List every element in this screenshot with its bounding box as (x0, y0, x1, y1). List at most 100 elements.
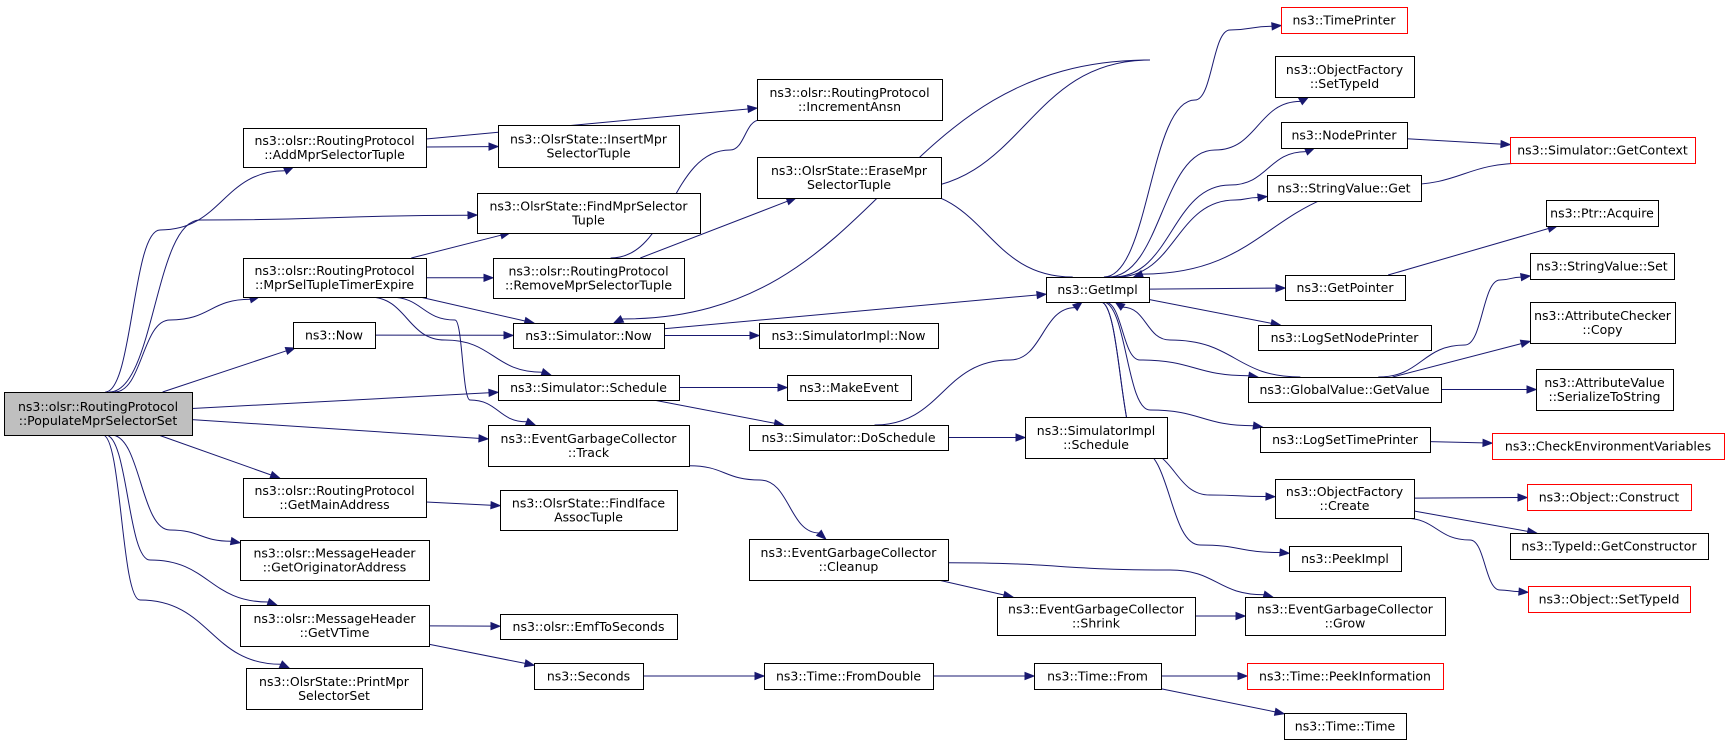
node-label: ns3::CheckEnvironmentVariables (1505, 439, 1711, 454)
node-dosched[interactable]: ns3::Simulator::DoSchedule (749, 425, 949, 451)
node-now[interactable]: ns3::Now (293, 322, 376, 349)
node-label: ::Shrink (1072, 616, 1121, 631)
node-removempr[interactable]: ns3::olsr::RoutingProtocol::RemoveMprSel… (493, 258, 685, 299)
node-nodeprinter[interactable]: ns3::NodePrinter (1281, 122, 1408, 149)
node-simimplsched[interactable]: ns3::SimulatorImpl::Schedule (1025, 417, 1168, 459)
node-egctrack[interactable]: ns3::EventGarbageCollector::Track (488, 425, 690, 467)
edge-line (622, 59, 1151, 320)
edge-line (425, 501, 492, 506)
edge-dosched-to-getimpl (874, 301, 1084, 426)
node-box (1510, 137, 1696, 164)
node-makeevent[interactable]: ns3::MakeEvent (787, 375, 912, 401)
edge-line (191, 392, 490, 409)
node-box (246, 668, 423, 710)
node-simimplnow[interactable]: ns3::SimulatorImpl::Now (759, 323, 939, 349)
arrowhead (1114, 301, 1126, 311)
node-getpointer[interactable]: ns3::GetPointer (1285, 275, 1406, 301)
arrowhead (1519, 339, 1532, 348)
node-label: SelectorTuple (807, 177, 891, 192)
edge-gvgetvalue-to-getimpl (1114, 301, 1301, 378)
node-simgetctx[interactable]: ns3::Simulator::GetContext (1510, 137, 1696, 164)
edge-line (102, 434, 281, 665)
node-ptracquire[interactable]: ns3::Ptr::Acquire (1546, 200, 1659, 227)
node-attrvalser[interactable]: ns3::AttributeValue::SerializeToString (1536, 369, 1674, 411)
node-box (488, 425, 690, 467)
node-emftosec[interactable]: ns3::olsr::EmfToSeconds (500, 614, 678, 640)
node-label: SelectorTuple (546, 146, 630, 161)
node-egcgrow[interactable]: ns3::EventGarbageCollector::Grow (1245, 597, 1446, 636)
edge-mprseltimer-to-findmpr (411, 231, 512, 259)
arrowhead (1275, 283, 1287, 293)
node-label: ::Grow (1325, 616, 1366, 631)
node-gvgetvalue[interactable]: ns3::GlobalValue::GetValue (1248, 377, 1442, 403)
node-incansn[interactable]: ns3::olsr::RoutingProtocol::IncrementAns… (757, 79, 943, 121)
node-label: ns3::Simulator::Schedule (510, 380, 667, 395)
node-attrchkcopy[interactable]: ns3::AttributeChecker::Copy (1530, 302, 1676, 344)
node-populate[interactable]: ns3::olsr::RoutingProtocol::PopulateMprS… (4, 392, 193, 436)
node-box (1528, 586, 1691, 613)
node-objsettypeid[interactable]: ns3::Object::SetTypeId (1528, 586, 1691, 613)
node-box (1284, 713, 1407, 740)
node-label: ns3::OlsrState::PrintMpr (259, 674, 410, 689)
node-checkenv[interactable]: ns3::CheckEnvironmentVariables (1492, 433, 1725, 460)
node-label: SelectorSet (298, 688, 370, 703)
node-simnow[interactable]: ns3::Simulator::Now (513, 323, 665, 349)
node-box (1492, 433, 1725, 460)
node-ofcreate[interactable]: ns3::ObjectFactory::Create (1275, 479, 1415, 519)
edge-populate-to-findmpr (109, 210, 479, 393)
node-peekimpl[interactable]: ns3::PeekImpl (1289, 546, 1402, 572)
node-fromdouble[interactable]: ns3::Time::FromDouble (764, 663, 934, 690)
arrowhead (478, 434, 490, 443)
node-egccleanup[interactable]: ns3::EventGarbageCollector::Cleanup (749, 539, 949, 581)
arrowhead (488, 142, 500, 151)
arrowhead (1237, 671, 1249, 681)
edge-simschedule-to-dosched (653, 399, 785, 428)
node-box (243, 128, 427, 168)
edge-timefrom-to-peekinfo (1161, 671, 1249, 681)
edge-line (1103, 25, 1273, 278)
edge-getmainaddr-to-findiface (425, 500, 502, 510)
node-seconds[interactable]: ns3::Seconds (534, 663, 644, 690)
edge-timefrom-to-timetime (1160, 688, 1286, 716)
node-strvalget[interactable]: ns3::StringValue::Get (1267, 175, 1422, 202)
arrowhead (1271, 22, 1283, 31)
node-getimpl[interactable]: ns3::GetImpl (1046, 277, 1150, 303)
edge-line (1122, 306, 1301, 378)
edge-egccleanup-to-egcgrow (947, 562, 1275, 599)
node-objconstruct[interactable]: ns3::Object::Construct (1527, 484, 1692, 511)
node-strvalset[interactable]: ns3::StringValue::Set (1530, 253, 1675, 280)
node-peekinfo[interactable]: ns3::Time::PeekInformation (1247, 663, 1444, 690)
node-getmainaddr[interactable]: ns3::olsr::RoutingProtocol::GetMainAddre… (243, 478, 427, 518)
node-label: ::GetOriginatorAddress (263, 560, 407, 575)
node-box (1281, 7, 1408, 34)
node-typeidgetctor[interactable]: ns3::TypeId::GetConstructor (1510, 533, 1709, 560)
node-ofsettypeid[interactable]: ns3::ObjectFactory::SetTypeId (1275, 56, 1415, 98)
node-egcshrink[interactable]: ns3::EventGarbageCollector::Shrink (997, 597, 1196, 636)
edge-getimpl-to-strvalget (1116, 193, 1269, 278)
node-label: ::RemoveMprSelectorTuple (505, 278, 672, 293)
node-label: ns3::Simulator::Now (525, 328, 652, 343)
edge-line (1113, 151, 1307, 278)
node-mprseltimer[interactable]: ns3::olsr::RoutingProtocol::MprSelTupleT… (243, 258, 427, 298)
node-addmpr[interactable]: ns3::olsr::RoutingProtocol::AddMprSelect… (243, 128, 427, 168)
arrowhead (490, 500, 502, 510)
node-label: ns3::EventGarbageCollector (761, 545, 938, 560)
node-logsettime[interactable]: ns3::LogSetTimePrinter (1260, 427, 1431, 453)
node-box (1289, 546, 1402, 572)
node-box (243, 258, 427, 298)
node-getvtime[interactable]: ns3::olsr::MessageHeader::GetVTime (240, 605, 430, 647)
node-box (787, 375, 912, 401)
node-timeprinter[interactable]: ns3::TimePrinter (1281, 7, 1408, 34)
node-simschedule[interactable]: ns3::Simulator::Schedule (498, 375, 680, 401)
node-timefrom[interactable]: ns3::Time::From (1034, 663, 1162, 690)
edge-mprseltimer-to-egctrack (389, 296, 537, 426)
node-timetime[interactable]: ns3::Time::Time (1284, 713, 1407, 740)
node-getorig[interactable]: ns3::olsr::MessageHeader::GetOriginatorA… (240, 540, 430, 581)
edge-populate-to-simschedule (191, 388, 500, 409)
node-logsetnode[interactable]: ns3::LogSetNodePrinter (1258, 325, 1432, 351)
